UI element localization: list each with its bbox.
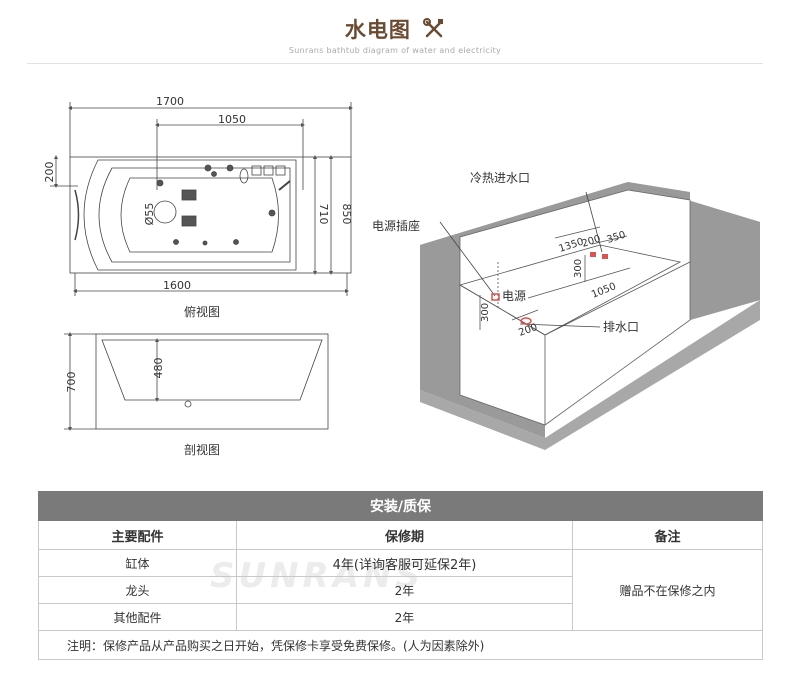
col-parts: 主要配件	[38, 520, 237, 550]
dim-300-a: 300	[573, 259, 584, 278]
col-period: 保修期	[236, 520, 573, 550]
inlet-marker-a	[590, 252, 596, 257]
header-divider	[27, 63, 763, 64]
label-power: 电源	[502, 289, 526, 303]
top-view	[50, 102, 353, 296]
top-view-outline	[69, 156, 352, 274]
period-cell: 2年	[236, 603, 573, 631]
iso-view	[420, 182, 760, 450]
dim-850: 850	[340, 204, 353, 225]
warranty-column-headers: 主要配件 保修期 备注	[38, 520, 763, 550]
period-cell: 2年	[236, 576, 573, 604]
label-water-inlet: 冷热进水口	[470, 171, 530, 185]
note-row: 注明：保修产品从产品购买之日开始，凭保修卡享受免费保修。(人为因素除外)	[38, 630, 763, 660]
period-cell: 4年(详询客服可延保2年)	[236, 549, 573, 577]
warranty-table: 安装/质保 主要配件 保修期 备注 缸体 4年(详询客服可延保2年) 赠品不在保…	[38, 491, 763, 660]
warranty-note: 注明：保修产品从产品购买之日开始，凭保修卡享受免费保修。(人为因素除外)	[38, 630, 763, 660]
label-socket: 电源插座	[372, 218, 420, 233]
label-drain: 排水口	[603, 320, 639, 334]
dim-300-b: 300	[480, 303, 491, 322]
page-title: 水电图	[0, 14, 790, 45]
iso-top-face	[420, 182, 760, 438]
dim-1700: 1700	[156, 95, 184, 108]
dim-drain: Ø55	[143, 203, 156, 226]
section-view	[64, 332, 329, 431]
table-row: 龙头 2年	[38, 576, 763, 604]
iso-floor	[420, 300, 760, 450]
part-cell: 缸体	[38, 549, 237, 577]
col-remark: 备注	[572, 520, 763, 550]
warranty-heading: 安装/质保	[38, 491, 763, 521]
power-marker	[491, 293, 500, 301]
dim-710: 710	[317, 204, 330, 225]
top-view-caption: 俯视图	[184, 305, 221, 319]
section-view-caption: 剖视图	[184, 443, 221, 457]
water-electricity-diagram: 1700 1050 1600 200 710 850 Ø55 700 480	[43, 95, 760, 450]
drain-marker	[520, 317, 532, 325]
wrench-screwdriver-icon	[423, 17, 445, 45]
dim-200: 200	[43, 162, 56, 183]
inlet-marker-b	[602, 254, 608, 259]
page-header: 水电图 Sunrans bathtub diagram of water and…	[0, 0, 790, 66]
section-outline	[95, 333, 329, 430]
warranty-heading-row: 安装/质保	[38, 491, 763, 521]
table-row: 缸体 4年(详询客服可延保2年) 赠品不在保修之内	[38, 549, 763, 631]
remark-cell: 赠品不在保修之内	[572, 549, 763, 631]
dim-1600: 1600	[163, 279, 191, 292]
part-cell: 龙头	[38, 576, 237, 604]
part-cell: 其他配件	[38, 603, 237, 631]
dim-700: 700	[65, 372, 78, 393]
dim-1050: 1050	[218, 113, 246, 126]
page-subtitle: Sunrans bathtub diagram of water and ele…	[288, 46, 502, 55]
dim-480: 480	[152, 358, 165, 379]
